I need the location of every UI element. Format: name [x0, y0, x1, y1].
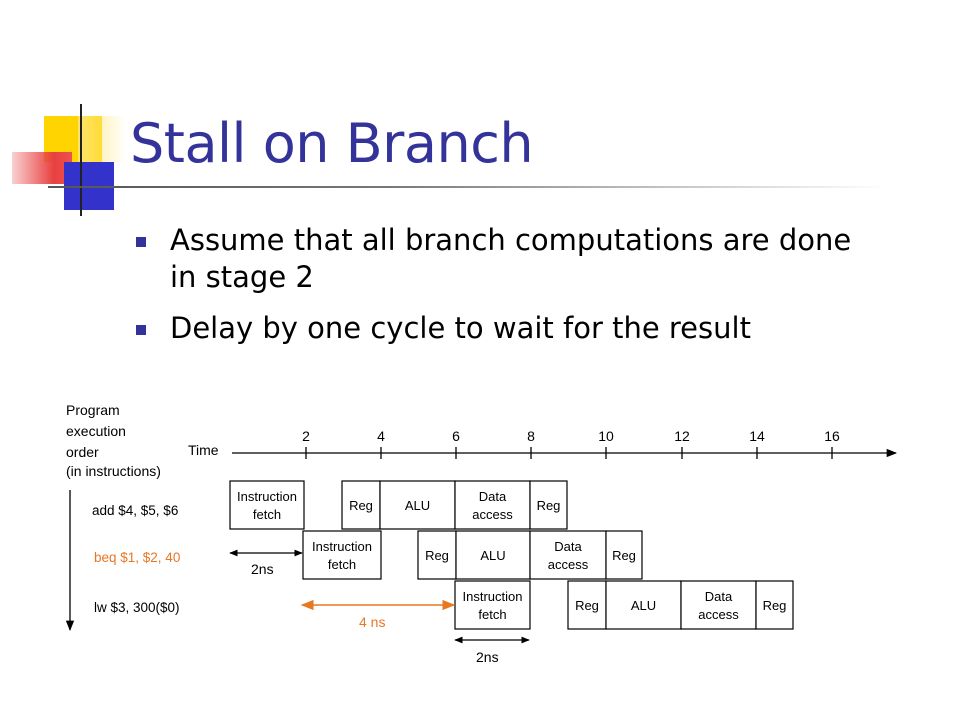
time-tick-label: 4: [377, 428, 385, 444]
bullet-list: Assume that all branch computations are …: [134, 222, 870, 361]
stage-label: Reg: [537, 498, 561, 513]
stage-label: Data: [705, 589, 733, 604]
stage-label: Reg: [763, 598, 787, 613]
title-rule: [48, 186, 888, 188]
stage-box: [302, 530, 382, 580]
stage-label: ALU: [405, 498, 430, 513]
decor-yellow-fade: [78, 116, 126, 162]
bullet-square-icon: [136, 237, 146, 247]
stage-box: [229, 480, 305, 530]
stage-label: fetch: [478, 607, 506, 622]
time-tick-label: 16: [824, 428, 840, 444]
order-label-line: execution: [66, 423, 126, 439]
bullet-square-icon: [136, 325, 146, 335]
stage-label: access: [698, 607, 739, 622]
stage-box: [417, 530, 457, 580]
time-tick-label: 12: [674, 428, 690, 444]
stage-box: [379, 480, 456, 530]
bullet-item: Assume that all branch computations are …: [134, 222, 870, 296]
time-tick-label: 2: [302, 428, 310, 444]
order-label-line: (in instructions): [66, 463, 161, 479]
stage-box: [605, 530, 643, 580]
stage-box: [605, 580, 682, 630]
duration-label: 2ns: [251, 561, 274, 577]
decor-vertical-line: [80, 104, 82, 216]
time-label: Time: [188, 442, 219, 458]
stage-box: [341, 480, 381, 530]
stage-label: Instruction: [312, 539, 372, 554]
stage-label: Instruction: [463, 589, 523, 604]
time-tick-label: 8: [527, 428, 535, 444]
bullet-text: Assume that all branch computations are …: [170, 223, 852, 294]
stage-label: Reg: [612, 548, 636, 563]
stage-label: access: [548, 557, 589, 572]
stage-box: [455, 530, 531, 580]
time-tick-label: 14: [749, 428, 765, 444]
stage-box: [529, 530, 607, 580]
bullet-item: Delay by one cycle to wait for the resul…: [134, 310, 870, 347]
duration-label: 2ns: [476, 649, 499, 665]
decor-red-bar: [12, 152, 72, 184]
stage-label: Instruction: [237, 489, 297, 504]
stage-box: [529, 480, 568, 530]
stage-label: Reg: [425, 548, 449, 563]
time-ticks: 2 4 6 8 10 12 14 16: [302, 428, 840, 459]
bullet-text: Delay by one cycle to wait for the resul…: [170, 311, 751, 345]
stage-label: ALU: [631, 598, 656, 613]
stage-label: fetch: [328, 557, 356, 572]
stage-label: access: [472, 507, 513, 522]
instruction-label: lw $3, 300($0): [94, 600, 180, 615]
order-label-line: Program: [66, 402, 120, 418]
stage-label: fetch: [253, 507, 281, 522]
stage-label: Data: [554, 539, 582, 554]
time-tick-label: 10: [598, 428, 614, 444]
stage-label: Data: [479, 489, 507, 504]
slide-title: Stall on Branch: [130, 112, 534, 175]
time-tick-label: 6: [452, 428, 460, 444]
stage-box: [755, 580, 794, 630]
instruction-label: add $4, $5, $6: [92, 503, 178, 518]
stage-box: [454, 580, 531, 630]
stage-label: Reg: [349, 498, 373, 513]
stage-label: Reg: [575, 598, 599, 613]
stage-label: ALU: [480, 548, 505, 563]
stage-box: [567, 580, 607, 630]
order-label-line: order: [66, 444, 99, 460]
instruction-label: beq $1, $2, 40: [94, 550, 180, 565]
stall-label: 4 ns: [359, 614, 385, 630]
